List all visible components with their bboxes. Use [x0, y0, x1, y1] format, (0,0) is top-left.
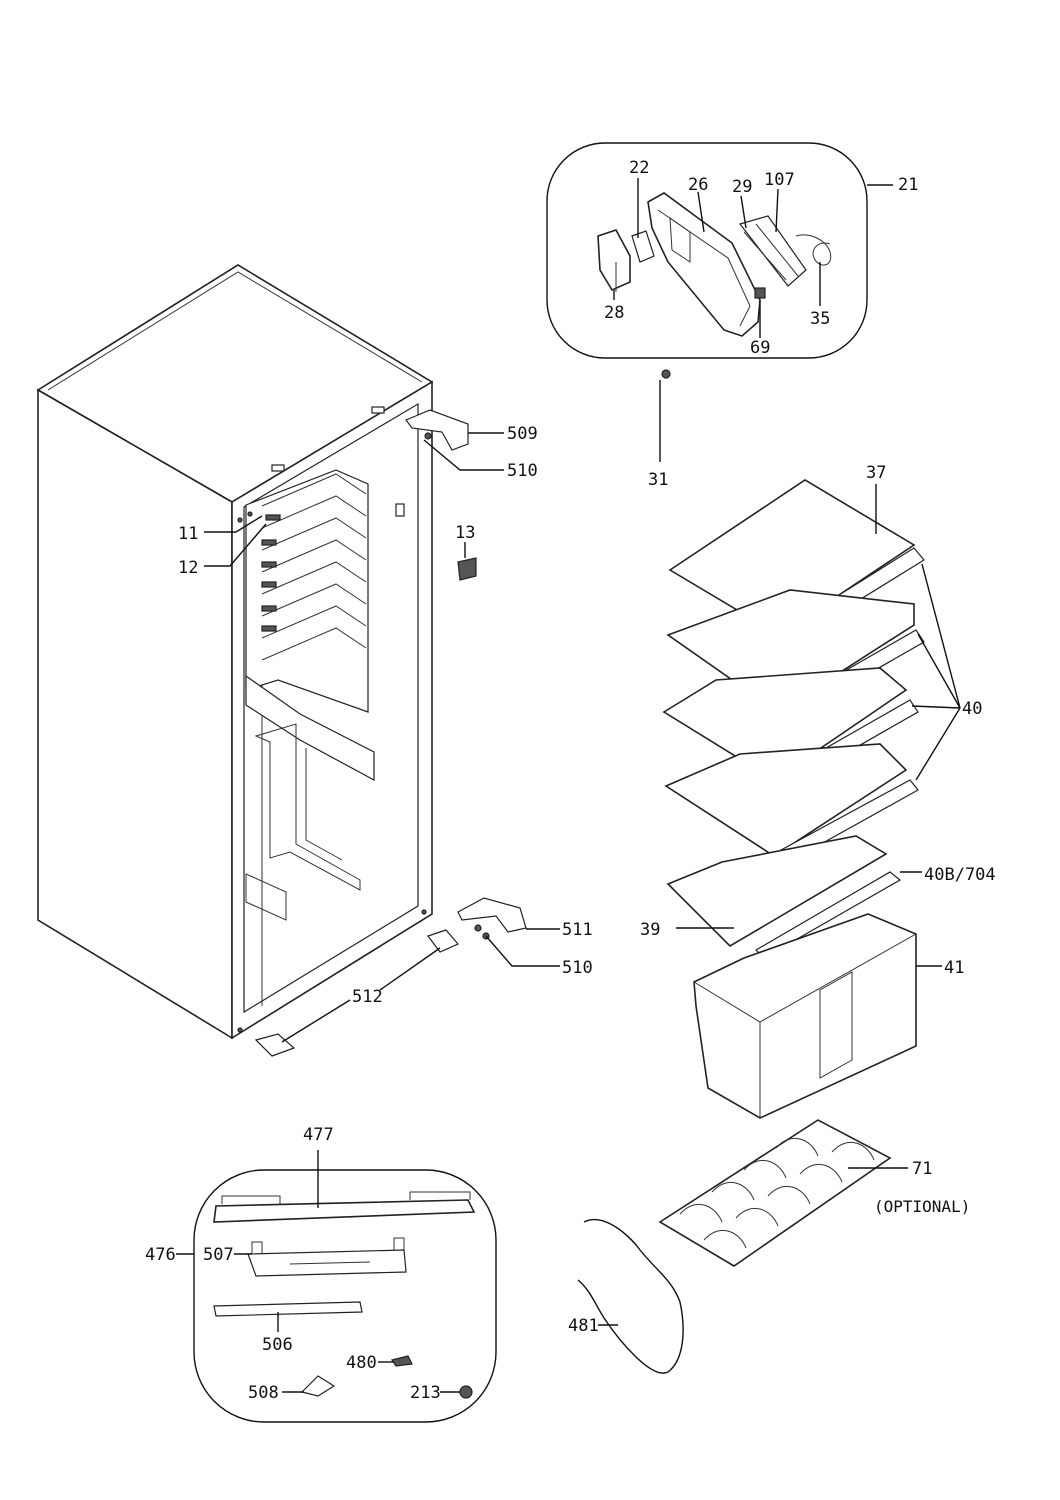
part-28-knob — [597, 229, 631, 292]
part-22-bracket — [631, 230, 655, 263]
label-512: 512 — [352, 987, 383, 1007]
label-28: 28 — [604, 303, 624, 323]
label-477: 477 — [303, 1125, 334, 1145]
label-511: 511 — [562, 920, 593, 940]
label-508: 508 — [248, 1383, 279, 1403]
part-69-switch — [754, 287, 766, 299]
label-481: 481 — [568, 1316, 599, 1336]
part-509-top-hinge: 509 510 — [405, 409, 538, 481]
label-29: 29 — [732, 177, 752, 197]
label-35: 35 — [810, 309, 830, 329]
part-512-feet: 512 — [254, 929, 459, 1057]
part-29-pcb — [738, 215, 807, 287]
part-480-screw — [391, 1355, 413, 1367]
kit-group-476: 477 507 476 506 480 508 213 — [145, 1125, 497, 1423]
part-481-gasket: 481 — [568, 1219, 684, 1374]
part-511-bottom-hinge: 511 510 — [457, 897, 593, 978]
label-41: 41 — [944, 958, 964, 978]
part-13-clip: 13 — [455, 523, 477, 581]
part-71-wine-rack: 71 (OPTIONAL) — [658, 1119, 970, 1267]
part-508-clip — [300, 1375, 336, 1397]
label-71: 71 — [912, 1159, 932, 1179]
label-12: 12 — [178, 558, 198, 578]
label-40b-704: 40B/704 — [924, 865, 996, 885]
label-69: 69 — [750, 338, 770, 358]
label-11: 11 — [178, 524, 198, 544]
label-31: 31 — [648, 470, 668, 490]
label-480: 480 — [346, 1353, 377, 1373]
part-213-screw — [459, 1385, 473, 1399]
part-41-crisper-drawer: 41 — [693, 913, 964, 1119]
label-13: 13 — [455, 523, 475, 543]
label-40: 40 — [962, 699, 982, 719]
refrigerator-cabinet — [36, 264, 434, 1040]
label-22: 22 — [629, 158, 649, 178]
label-107: 107 — [764, 170, 795, 190]
label-507: 507 — [203, 1245, 234, 1265]
parts-11-12-pins: 11 12 — [178, 515, 267, 578]
part-477-bar — [213, 1199, 476, 1223]
label-37: 37 — [866, 463, 886, 483]
label-509: 509 — [507, 424, 538, 444]
label-optional: (OPTIONAL) — [874, 1197, 970, 1216]
label-39: 39 — [640, 920, 660, 940]
part-506-strip — [213, 1301, 363, 1317]
label-21: 21 — [898, 175, 918, 195]
label-26: 26 — [688, 175, 708, 195]
control-panel-group: 22 26 29 107 28 35 69 21 — [546, 142, 918, 359]
label-213: 213 — [410, 1383, 441, 1403]
control-panel-frame — [546, 142, 868, 359]
label-510-bottom: 510 — [562, 958, 593, 978]
label-506: 506 — [262, 1335, 293, 1355]
part-31-screw: 31 — [648, 369, 671, 490]
label-476: 476 — [145, 1245, 176, 1265]
glass-shelves: 37 40 40B/704 39 — [640, 463, 996, 959]
part-35-cable — [795, 234, 832, 266]
part-26-control-housing — [647, 192, 761, 337]
kit-frame — [193, 1169, 497, 1423]
label-510-top: 510 — [507, 461, 538, 481]
evaporator-plate — [245, 469, 369, 713]
